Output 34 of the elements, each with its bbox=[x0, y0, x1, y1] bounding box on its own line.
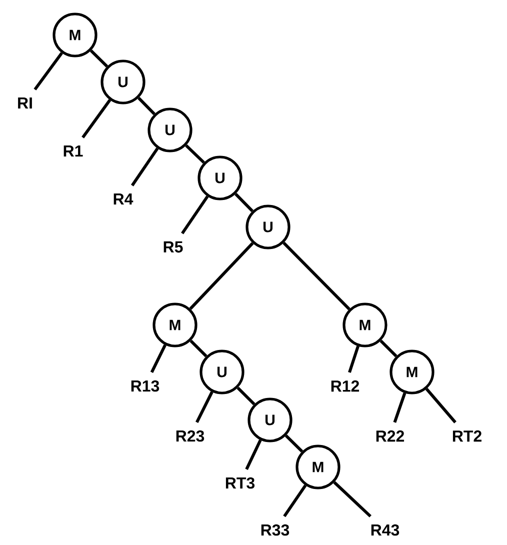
branch-line bbox=[425, 388, 456, 424]
leaf-label: R33 bbox=[261, 524, 290, 536]
leaf-label: R13 bbox=[131, 380, 160, 392]
leaf-label: R12 bbox=[331, 380, 360, 392]
branch-line bbox=[34, 52, 63, 90]
branch-line bbox=[130, 148, 159, 186]
branch-line bbox=[185, 144, 205, 164]
leaf-label: R1 bbox=[64, 146, 83, 156]
branch-line bbox=[196, 391, 214, 423]
branch-line bbox=[150, 344, 166, 373]
branch-line bbox=[90, 50, 108, 68]
leaf-label: RT2 bbox=[452, 430, 482, 442]
branch-line bbox=[380, 340, 398, 358]
branch-line bbox=[283, 484, 307, 518]
branch-line bbox=[138, 96, 156, 116]
leaf-label: R43 bbox=[371, 524, 400, 536]
branch-line bbox=[189, 242, 254, 310]
leaf-label: RT3 bbox=[226, 477, 255, 489]
branch-line bbox=[234, 192, 254, 212]
branch-line bbox=[348, 346, 360, 373]
leaf-label: R22 bbox=[376, 430, 404, 442]
branch-line bbox=[82, 99, 112, 138]
leaf-label: R23 bbox=[176, 430, 204, 442]
branch-line bbox=[190, 340, 208, 358]
leaf-label: R4 bbox=[114, 194, 134, 204]
leaf-label: R5 bbox=[164, 241, 183, 253]
branch-line bbox=[282, 242, 350, 310]
branch-line bbox=[333, 481, 372, 518]
branch-line bbox=[181, 196, 209, 234]
branch-line bbox=[236, 386, 256, 406]
branch-line bbox=[245, 440, 262, 470]
leaf-label: RI bbox=[18, 98, 32, 108]
branch-line bbox=[284, 434, 304, 452]
branch-line bbox=[393, 392, 406, 423]
